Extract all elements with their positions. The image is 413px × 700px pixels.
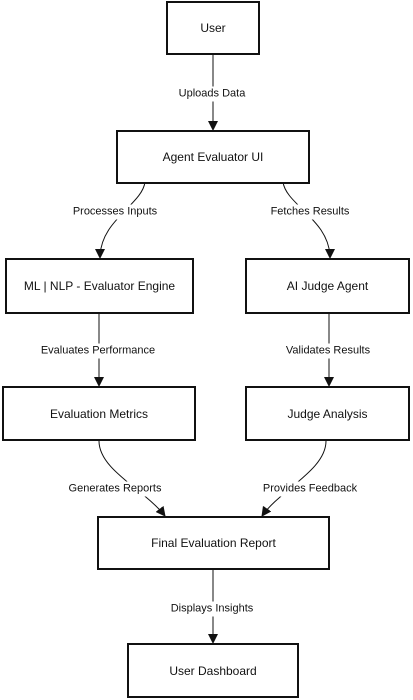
edge-ui-to-judge [282,181,335,259]
node-final-evaluation-report: Final Evaluation Report [97,516,330,570]
edge-label-processes-inputs: Processes Inputs [70,204,160,220]
edge-analysis-to-report [261,440,327,517]
node-evaluation-metrics: Evaluation Metrics [2,386,196,441]
node-ai-judge-agent: AI Judge Agent [245,258,410,314]
edge-label-provides-feedback: Provides Feedback [260,481,360,497]
edge-label-displays-insights: Displays Insights [168,601,256,617]
node-user-dashboard: User Dashboard [127,643,299,698]
node-judge-analysis: Judge Analysis [245,386,410,441]
edge-ui-to-engine [95,181,146,259]
node-user: User [166,1,260,55]
node-agent-evaluator-ui: Agent Evaluator UI [116,130,310,184]
edge-metrics-to-report [98,440,166,517]
edge-label-validates-results: Validates Results [283,343,373,359]
edge-label-uploads-data: Uploads Data [176,86,248,102]
edge-label-generates-reports: Generates Reports [66,481,164,497]
edge-label-evaluates-performance: Evaluates Performance [38,343,158,359]
edge-label-fetches-results: Fetches Results [268,204,352,220]
node-evaluator-engine: ML | NLP - Evaluator Engine [5,258,194,314]
